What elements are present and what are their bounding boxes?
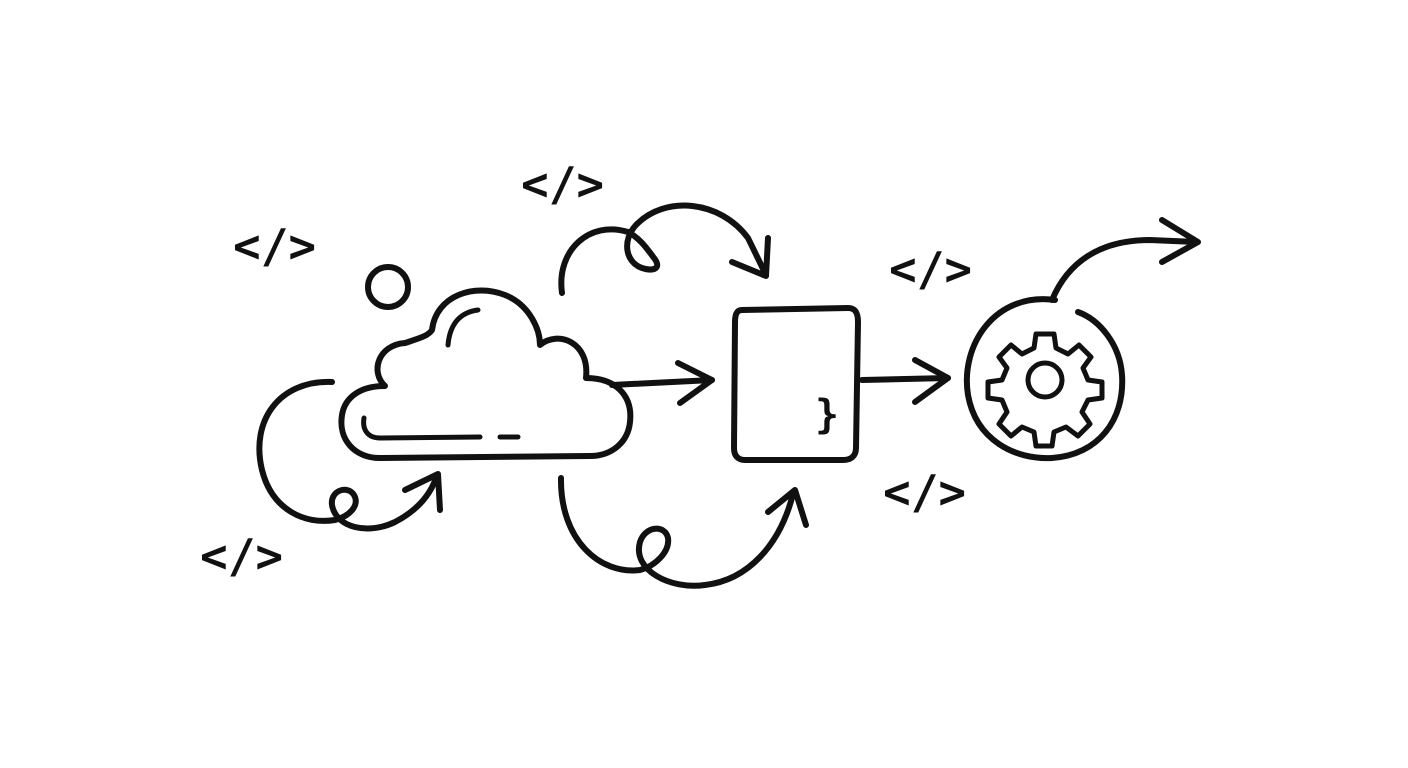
code-tag-top-center: </> [521, 157, 604, 211]
code-tag-bottom-right: </> [883, 465, 966, 519]
code-tag-top-left: </> [233, 219, 316, 273]
arrow-cloud-to-file [609, 360, 715, 406]
arrow-left-loop [256, 378, 443, 532]
cloud-icon [338, 287, 634, 461]
arrow-gear-out [1049, 217, 1201, 303]
arrow-top-loop [558, 202, 771, 296]
gear-icon [963, 296, 1126, 462]
file-brace-text: } [815, 392, 839, 438]
code-tag-top-right: </> [889, 242, 972, 296]
arrow-bottom-loop [557, 475, 809, 589]
code-file-icon: } [731, 305, 861, 463]
small-circle-icon [365, 264, 411, 310]
code-tag-bottom-left: </> [200, 529, 283, 583]
arrow-file-to-gear [859, 357, 951, 405]
